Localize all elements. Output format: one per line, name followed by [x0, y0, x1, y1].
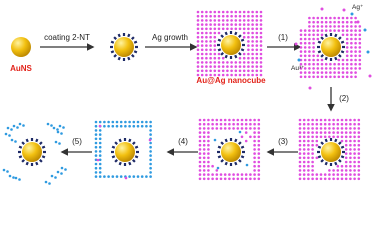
- coating-label: coating 2-NT: [44, 33, 90, 42]
- step-3-label: (3): [278, 137, 288, 146]
- gold-dot-fragments: [2, 122, 67, 185]
- synthesis-scheme: AuNS coating 2-NT Ag growth Au@Ag nanocu…: [2, 4, 372, 185]
- nanocube-label: Au@Ag nanocube: [196, 76, 266, 85]
- ligand-shell: [217, 138, 245, 166]
- step-2-label: (2): [339, 94, 349, 103]
- gold-dot-frame: [94, 120, 152, 180]
- ligand-shell: [317, 138, 345, 166]
- step-1-label: (1): [278, 33, 288, 42]
- silver-dot-frame: [198, 118, 261, 181]
- ligand-shell: [18, 138, 46, 166]
- gold-nanosphere-bare: [11, 37, 31, 57]
- au-ion-label: Au³⁺: [291, 65, 305, 72]
- ag-ion-label: Ag⁺: [352, 4, 364, 11]
- ag-growth-label: Ag growth: [152, 33, 188, 42]
- hollowing-nanocube-stage-3: [198, 118, 261, 181]
- released-ions: [294, 7, 372, 90]
- hollow-nanoframe: [94, 120, 152, 180]
- aunps-label: AuNS: [10, 64, 32, 73]
- ligand-shell: [111, 138, 139, 166]
- silver-dot-grid: [196, 10, 263, 77]
- ligand-shell: [217, 31, 245, 59]
- coated-nanosphere: [110, 33, 138, 61]
- silver-dot-grid-etched: [299, 16, 362, 79]
- au-ag-nanocube: [196, 10, 263, 77]
- step-4-label: (4): [178, 137, 188, 146]
- fragmented-nanoframe: [2, 122, 67, 185]
- etching-nanocube: [294, 7, 372, 90]
- step-5-label: (5): [72, 137, 82, 146]
- silver-dot-grid: [298, 118, 361, 181]
- ligand-shell: [317, 33, 345, 61]
- hollowing-nanocube-stage-2: [298, 118, 361, 181]
- ligand-shell: [110, 33, 138, 61]
